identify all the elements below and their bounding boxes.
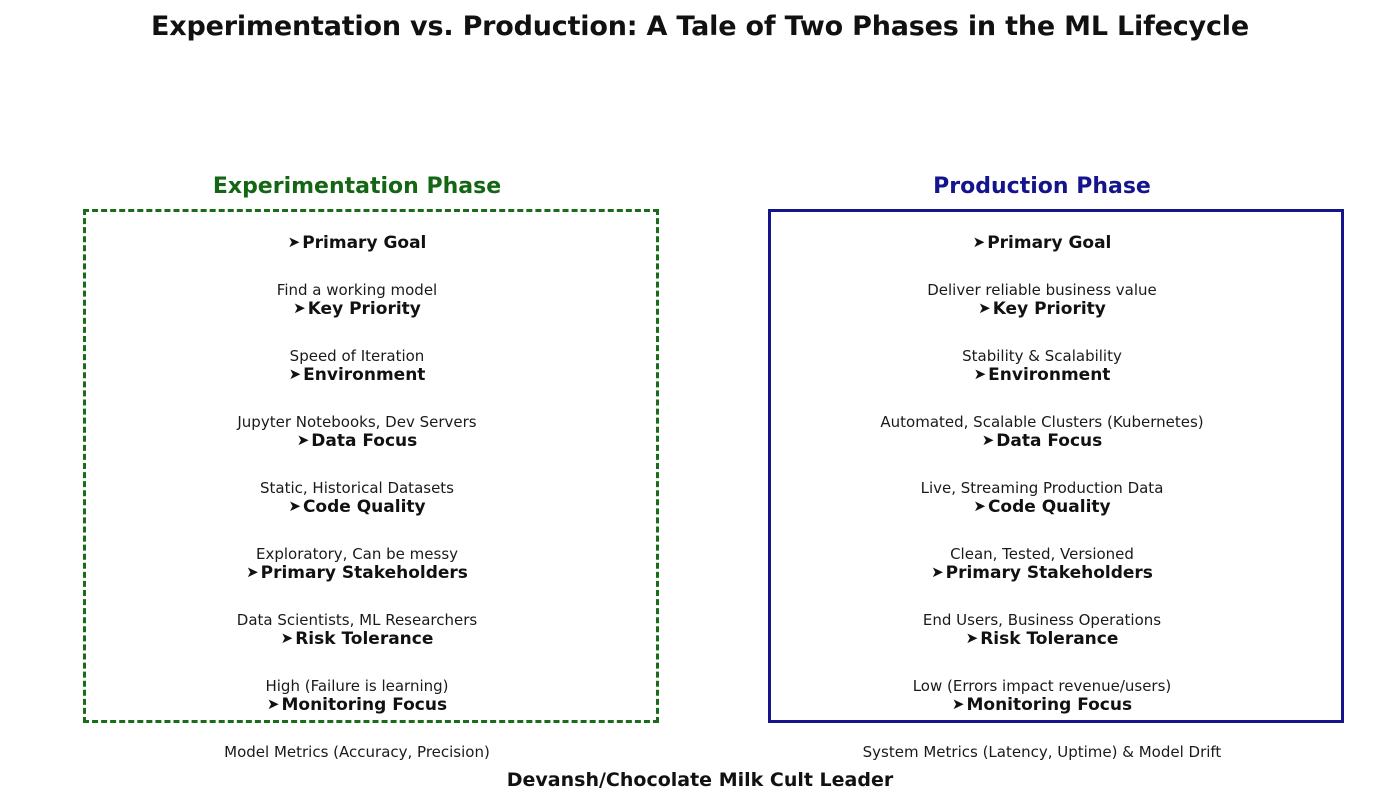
row-value: Stability & Scalability [962, 347, 1122, 365]
phase-header-production: Production Phase [933, 174, 1151, 199]
arrow-right-icon: ➤ [931, 563, 944, 581]
row-item: ➤Risk Tolerance Low (Errors impact reven… [753, 629, 1331, 695]
row-value: Low (Errors impact revenue/users) [912, 677, 1172, 695]
arrow-right-icon: ➤ [246, 563, 259, 581]
row-value: Clean, Tested, Versioned [950, 545, 1134, 563]
arrow-right-icon: ➤ [296, 431, 310, 449]
row-label-text: Environment [988, 365, 1111, 385]
row-label: ➤Key Priority [753, 299, 1331, 320]
rows-experimentation: ➤Primary Goal Find a working model ➤Key … [68, 233, 646, 761]
row-label-text: Key Priority [307, 299, 421, 319]
row-value: Data Scientists, ML Researchers [236, 611, 478, 629]
row-label-text: Monitoring Focus [966, 695, 1133, 715]
arrow-right-icon: ➤ [973, 365, 987, 383]
row-item: ➤Data Focus Static, Historical Datasets [68, 431, 646, 497]
row-value: Find a working model [276, 281, 438, 299]
row-label-text: Primary Stakeholders [260, 563, 468, 583]
row-label: ➤Data Focus [68, 431, 646, 452]
row-item: ➤Code Quality Exploratory, Can be messy [68, 497, 646, 563]
row-label: ➤Risk Tolerance [68, 629, 646, 650]
row-value: Live, Streaming Production Data [920, 479, 1164, 497]
arrow-right-icon: ➤ [266, 695, 280, 713]
row-value: Static, Historical Datasets [259, 479, 454, 497]
row-label-text: Primary Goal [987, 233, 1112, 253]
row-label-text: Data Focus [311, 431, 418, 451]
arrow-right-icon: ➤ [978, 299, 991, 317]
phase-box-experimentation [83, 209, 659, 723]
page-title: Experimentation vs. Production: A Tale o… [151, 11, 1249, 42]
column-production: Production Phase ➤Primary Goal Deliver r… [753, 0, 1344, 800]
row-label: ➤Key Priority [68, 299, 646, 320]
row-label-text: Key Priority [992, 299, 1106, 319]
arrow-right-icon: ➤ [972, 233, 986, 251]
row-item: ➤Data Focus Live, Streaming Production D… [753, 431, 1331, 497]
row-value: Model Metrics (Accuracy, Precision) [224, 743, 490, 761]
row-label-text: Monitoring Focus [281, 695, 448, 715]
row-item: ➤Environment Automated, Scalable Cluster… [753, 365, 1331, 431]
row-item: ➤Monitoring Focus Model Metrics (Accurac… [68, 695, 646, 761]
arrow-right-icon: ➤ [293, 299, 306, 317]
row-item: ➤Primary Stakeholders Data Scientists, M… [68, 563, 646, 629]
row-label-text: Environment [303, 365, 426, 385]
row-item: ➤Key Priority Stability & Scalability [753, 299, 1331, 365]
arrow-right-icon: ➤ [981, 431, 995, 449]
row-value: Automated, Scalable Clusters (Kubernetes… [880, 413, 1204, 431]
row-item: ➤Monitoring Focus System Metrics (Latenc… [753, 695, 1331, 761]
arrow-right-icon: ➤ [965, 629, 979, 647]
row-label-text: Data Focus [996, 431, 1103, 451]
row-value: Deliver reliable business value [927, 281, 1157, 299]
row-label-text: Risk Tolerance [295, 629, 434, 649]
phase-header-experimentation: Experimentation Phase [212, 174, 502, 199]
row-label: ➤Monitoring Focus [753, 695, 1331, 716]
row-label: ➤Primary Goal [753, 233, 1331, 254]
arrow-right-icon: ➤ [973, 497, 986, 515]
arrow-right-icon: ➤ [287, 233, 301, 251]
row-item: ➤Code Quality Clean, Tested, Versioned [753, 497, 1331, 563]
row-label: ➤Environment [753, 365, 1331, 386]
row-value: High (Failure is learning) [265, 677, 449, 695]
rows-production: ➤Primary Goal Deliver reliable business … [753, 233, 1331, 761]
arrow-right-icon: ➤ [280, 629, 294, 647]
footer-credit: Devansh/Chocolate Milk Cult Leader [506, 769, 894, 791]
row-item: ➤Environment Jupyter Notebooks, Dev Serv… [68, 365, 646, 431]
row-label-text: Primary Stakeholders [945, 563, 1153, 583]
row-label: ➤Primary Goal [68, 233, 646, 254]
row-value: System Metrics (Latency, Uptime) & Model… [862, 743, 1222, 761]
row-label: ➤Risk Tolerance [753, 629, 1331, 650]
row-label: ➤Primary Stakeholders [68, 563, 646, 584]
row-item: ➤Primary Stakeholders End Users, Busines… [753, 563, 1331, 629]
row-value: Exploratory, Can be messy [255, 545, 459, 563]
row-label: ➤Monitoring Focus [68, 695, 646, 716]
phase-box-production [768, 209, 1344, 723]
column-experimentation: Experimentation Phase ➤Primary Goal Find… [68, 0, 659, 800]
row-label-text: Risk Tolerance [980, 629, 1119, 649]
row-item: ➤Primary Goal Deliver reliable business … [753, 233, 1331, 299]
row-label: ➤Environment [68, 365, 646, 386]
row-label: ➤Data Focus [753, 431, 1331, 452]
row-item: ➤Primary Goal Find a working model [68, 233, 646, 299]
arrow-right-icon: ➤ [288, 497, 301, 515]
row-value: Speed of Iteration [289, 347, 425, 365]
row-value: Jupyter Notebooks, Dev Servers [237, 413, 477, 431]
row-label-text: Code Quality [302, 497, 426, 517]
row-item: ➤Risk Tolerance High (Failure is learnin… [68, 629, 646, 695]
row-label-text: Code Quality [987, 497, 1111, 517]
arrow-right-icon: ➤ [951, 695, 965, 713]
row-label: ➤Primary Stakeholders [753, 563, 1331, 584]
row-item: ➤Key Priority Speed of Iteration [68, 299, 646, 365]
row-label: ➤Code Quality [753, 497, 1331, 518]
row-value: End Users, Business Operations [922, 611, 1162, 629]
row-label-text: Primary Goal [302, 233, 427, 253]
row-label: ➤Code Quality [68, 497, 646, 518]
arrow-right-icon: ➤ [288, 365, 302, 383]
